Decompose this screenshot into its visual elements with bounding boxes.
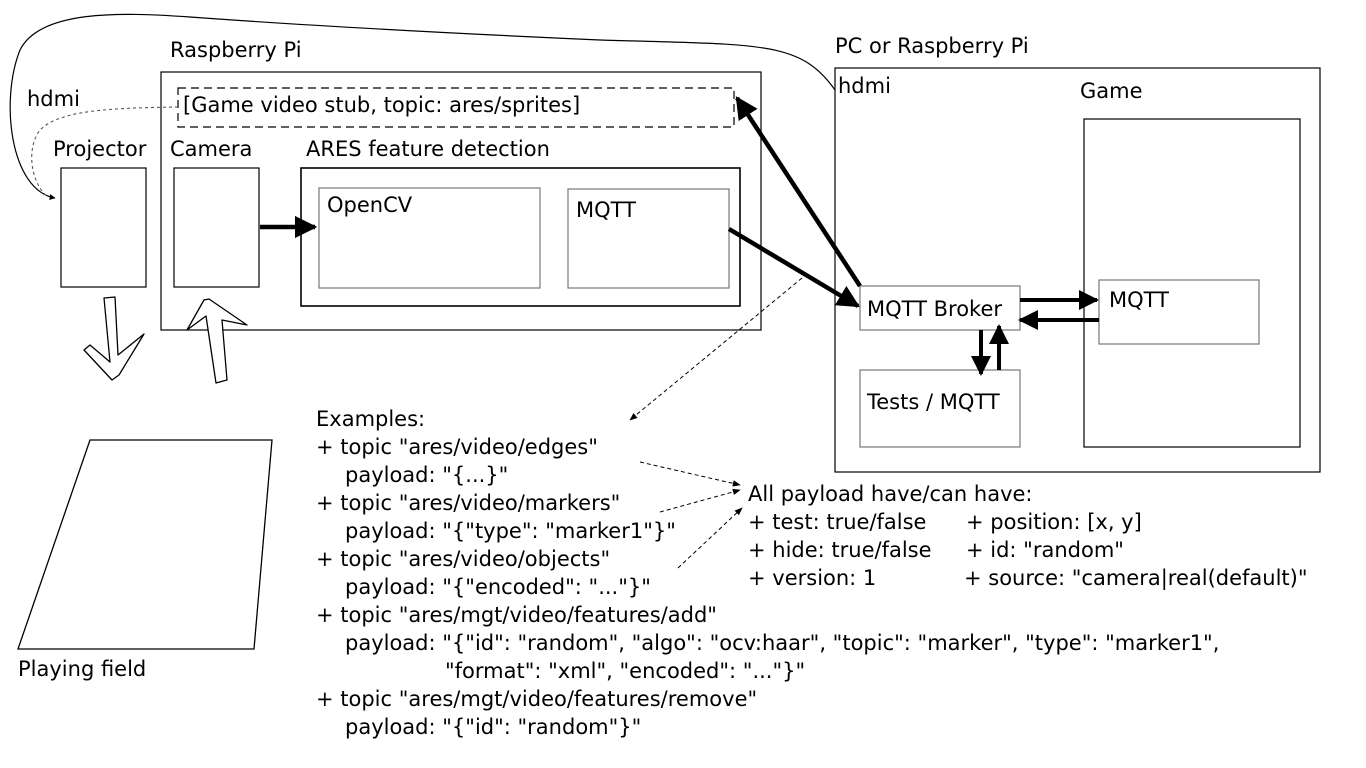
game-label: Game (1080, 79, 1143, 103)
camera-label: Camera (170, 137, 252, 161)
example-line: payload: "{...}" (345, 463, 508, 487)
mqtt-broker-box (859, 285, 1021, 331)
pc-or-pi-label: PC or Raspberry Pi (835, 34, 1029, 58)
game-video-stub-label: [Game video stub, topic: ares/sprites] (183, 93, 580, 117)
payload-info-right: + position: [x, y] (966, 510, 1142, 534)
playing-field-label: Playing field (18, 657, 146, 681)
hdmi-right-label: hdmi (838, 74, 891, 98)
mqtt-broker-label: MQTT Broker (867, 297, 1002, 321)
opencv-label: OpenCV (327, 193, 413, 217)
tests-mqtt-label: Tests / MQTT (866, 390, 1000, 414)
projector-label: Projector (53, 137, 147, 161)
payload-info-left: + hide: true/false (748, 538, 932, 562)
broker-to-stub-arrow (735, 96, 862, 288)
example-line: + topic "ares/mgt/video/features/remove" (316, 687, 757, 711)
example-line: payload: "{"type": "marker1"}" (345, 519, 676, 543)
example-line: + topic "ares/video/objects" (316, 547, 610, 571)
example-line: payload: "{"id": "random", "algo": "ocv:… (345, 631, 1219, 655)
stub-to-projector-dotted (31, 106, 179, 198)
mqtt-game-box (1098, 279, 1260, 345)
edges-to-payload-arrow (639, 461, 741, 487)
projector-box (60, 167, 147, 288)
objects-to-payload-arrow (677, 507, 743, 569)
camera-view-arrow (186, 298, 248, 384)
playing-field-shape (17, 439, 273, 650)
camera-box (173, 167, 260, 288)
payload-info-left: + version: 1 (748, 566, 876, 590)
mqtt-to-examples-arrow (629, 277, 803, 421)
hdmi-cable-curve (9, 13, 836, 200)
payload-info-left: + test: true/false (748, 510, 926, 534)
mqtt-pi-to-broker-arrow (727, 227, 860, 308)
markers-to-payload-arrow (659, 488, 741, 513)
examples-title: Examples: (316, 407, 425, 431)
mqtt-game-label: MQTT (1109, 288, 1169, 312)
raspberry-pi-label: Raspberry Pi (170, 38, 302, 62)
mqtt-pi-box (567, 188, 730, 289)
hdmi-left-label: hdmi (27, 87, 80, 111)
mqtt-pi-label: MQTT (576, 198, 636, 222)
ares-feature-detection-label: ARES feature detection (306, 137, 550, 161)
payload-info-right: + id: "random" (966, 538, 1124, 562)
opencv-box (318, 187, 541, 289)
payload-info-title: All payload have/can have: (748, 482, 1033, 506)
example-line: + topic "ares/mgt/video/features/add" (316, 603, 717, 627)
example-line: + topic "ares/video/markers" (316, 491, 620, 515)
game-video-stub-box (177, 87, 735, 128)
tests-mqtt-box (859, 369, 1021, 448)
example-line: payload: "{"encoded": "..."}" (345, 575, 651, 599)
example-line: "format": "xml", "encoded": "..."}" (445, 659, 805, 683)
projector-light-arrow (83, 296, 145, 381)
example-line: payload: "{"id": "random"}" (345, 715, 641, 739)
example-line: + topic "ares/video/edges" (316, 435, 598, 459)
payload-info-right: + source: "camera|real(default)" (964, 566, 1308, 591)
